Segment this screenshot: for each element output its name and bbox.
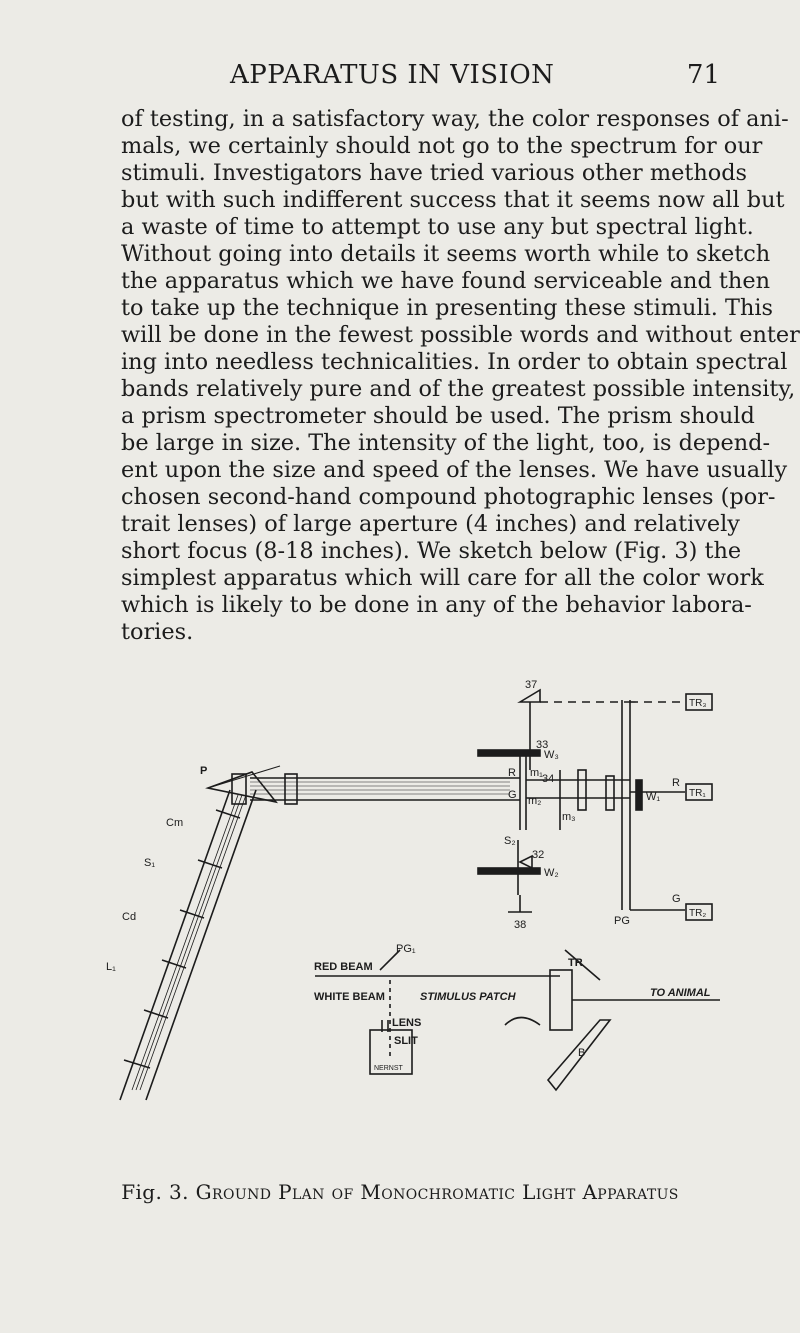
label-slit: SLIT [394,1035,418,1047]
paragraph-line: to take up the technique in presenting t… [121,295,774,321]
paragraph-line: chosen second-hand compound photographic… [121,484,776,510]
paragraph-line: a waste of time to attempt to use any bu… [121,214,754,240]
label-33: 33 [536,739,548,751]
label-tr: TR [568,957,583,969]
w3-bar [477,749,541,757]
label-s2: S₂ [504,835,516,847]
figure-caption: Fig. 3. Ground Plan of Monochromatic Lig… [0,1180,800,1204]
paragraph-line: a prism spectrometer should be used. The… [121,403,755,429]
tr2-box [685,903,713,921]
label-tr1: TR₁ [689,788,706,799]
figure-title: Ground Plan of Monochromatic Light Appar… [195,1180,679,1204]
horizontal-tube [231,773,520,805]
lamp-box [369,1029,413,1075]
paragraph-line: ing into needless technicalities. In ord… [121,349,788,375]
label-38: 38 [514,919,526,931]
paragraph-line: Without going into details it seems wort… [121,241,771,267]
w2-bar [477,867,541,875]
label-w3: W₃ [544,749,559,761]
prism [205,771,279,804]
paragraph-line: ent upon the size and speed of the lense… [121,457,788,483]
paragraph-line: trait lenses) of large aperture (4 inche… [121,511,740,537]
label-m1: m₁ [530,767,543,779]
paragraph-line: simplest apparatus which will care for a… [121,565,764,591]
label-tr3: TR₃ [689,698,706,709]
body-paragraph: of testing, in a satisfactory way, the c… [121,106,800,646]
label-nernst: NERNST [374,1065,404,1072]
paragraph-line: short focus (8-18 inches). We sketch bel… [121,538,742,564]
tr1-box [685,783,713,801]
paragraph-line: mals, we certainly should not go to the … [121,133,763,159]
label-cm: Cm [166,817,183,829]
reflector-b [546,1019,612,1092]
paragraph-line: the apparatus which we have found servic… [121,268,771,294]
paragraph-line: stimuli. Investigators have tried variou… [121,160,748,186]
label-r-top: R [508,767,516,779]
label-37: 37 [525,680,537,691]
label-m2: m₂ [528,795,541,807]
label-lens: LENS [392,1017,421,1029]
paragraph-line: bands relatively pure and of the greates… [121,376,796,402]
diagonal-tube [119,789,257,1101]
running-title: APPARATUS IN VISION [230,60,555,90]
label-g-top: G [508,789,517,801]
label-g-right: G [672,893,681,905]
tr3-box [685,693,713,711]
label-m3: m₃ [562,811,576,823]
label-to-animal: TO ANIMAL [650,987,711,999]
label-b: B [578,1047,585,1059]
label-tr2: TR₂ [689,908,706,919]
label-s1: S₁ [144,857,155,869]
label-34: 34 [542,773,554,785]
page-header: APPARATUS IN VISION 71 [120,60,720,92]
label-32: 32 [532,849,544,861]
label-stimulus-patch: STIMULUS PATCH [420,991,517,1003]
paragraph-line: tories. [121,619,194,645]
label-w1: W₁ [646,791,660,803]
label-cd: Cd [122,911,136,923]
page-number: 71 [686,60,720,90]
paragraph-line: of testing, in a satisfactory way, the c… [121,106,789,132]
label-white-beam: WHITE BEAM [314,991,385,1003]
paragraph-line: but with such indifferent success that i… [121,187,785,213]
w1-bar [635,779,643,811]
label-w2: W₂ [544,867,559,879]
label-pg1: PG₁ [396,943,416,955]
label-p: P [200,765,207,777]
label-pg: PG [614,915,630,927]
label-red-beam: RED BEAM [314,961,373,973]
label-r-right: R [672,777,680,789]
label-l1: L₁ [106,961,116,973]
apparatus-diagram: 37 33 34 32 38 P Cm S₁ Cd L₁ R G m₁ m₂ m… [106,680,720,1101]
paragraph-line: will be done in the fewest possible word… [121,322,800,348]
mirror-assembly [517,688,630,895]
figure-number: Fig. 3. [121,1180,189,1204]
paragraph-line: be large in size. The intensity of the l… [121,430,771,456]
paragraph-line: which is likely to be done in any of the… [121,592,752,618]
